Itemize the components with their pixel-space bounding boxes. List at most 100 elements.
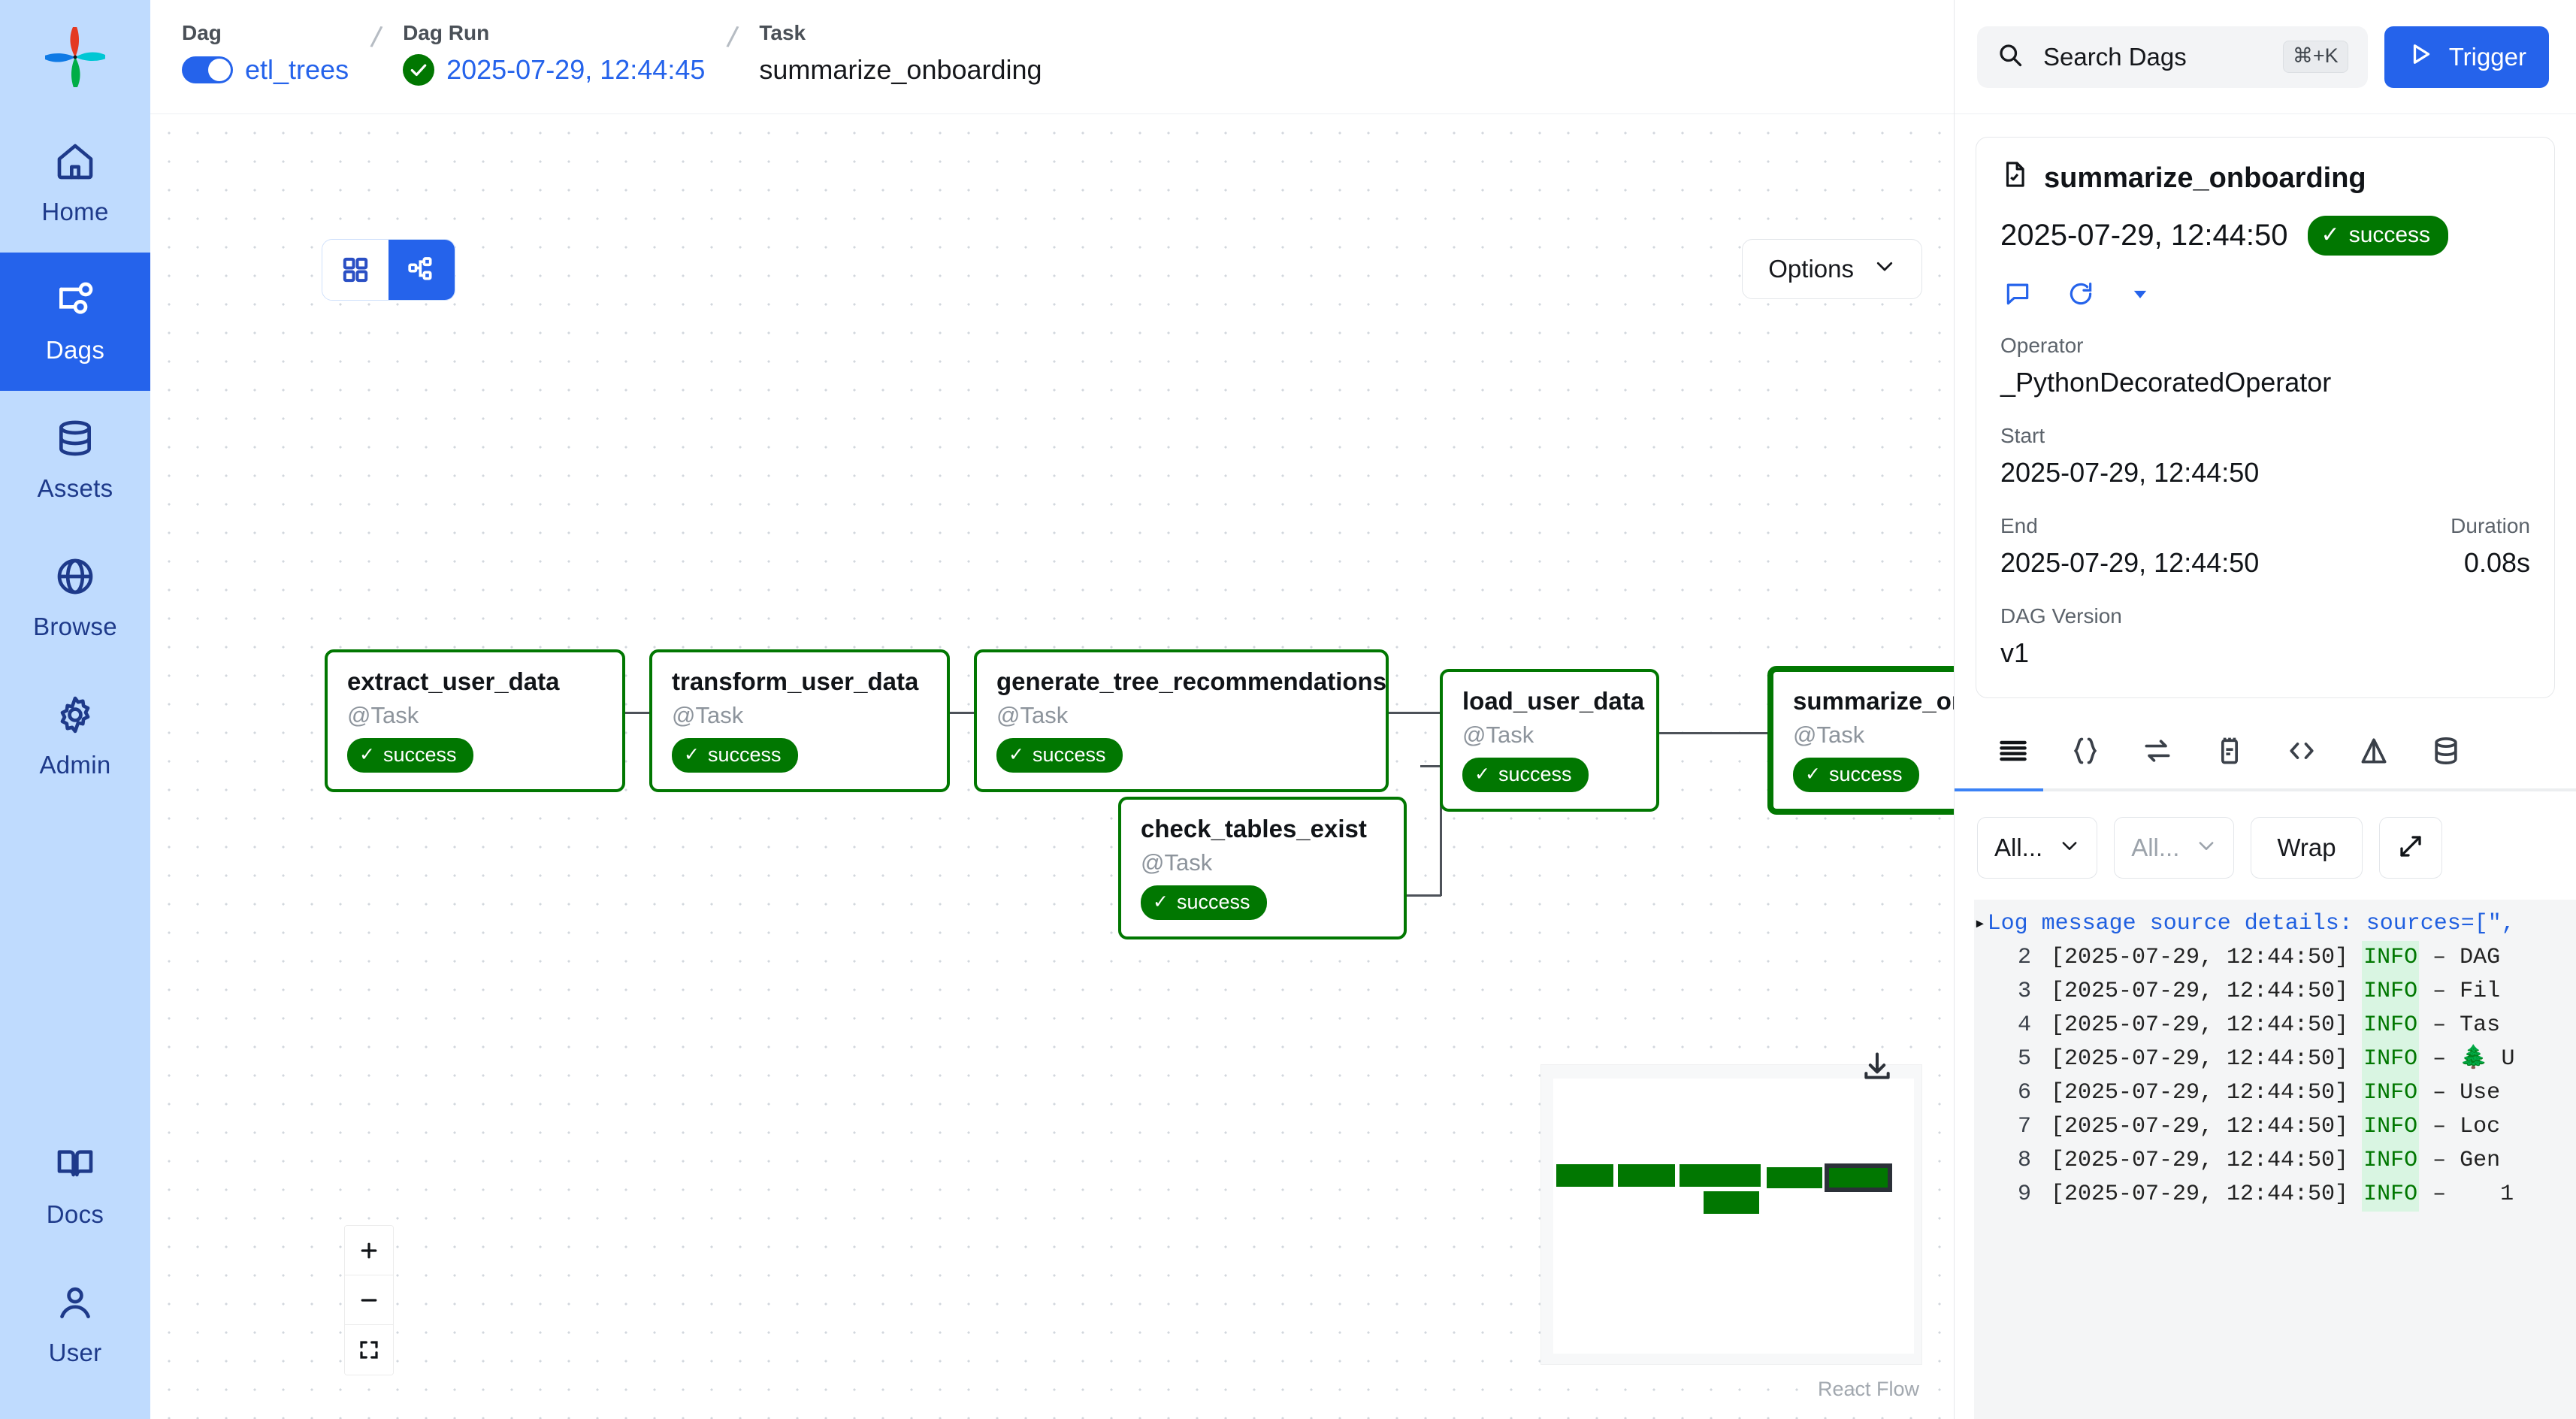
expand-caret-icon[interactable]: ▸ [1974, 912, 1986, 935]
breadcrumb-separator-2: / [724, 20, 740, 55]
graph-node-summarize-onboarding[interactable]: summarize_onboarding @Task ✓success [1767, 666, 1954, 815]
task-action-row [2000, 280, 2530, 308]
log-line: 6[2025-07-29, 12:44:50] INFO – Use [1974, 1076, 2576, 1110]
breadcrumb-task-label: Task [759, 21, 806, 44]
minimap-node-selected [1825, 1163, 1892, 1192]
sidebar-item-docs[interactable]: Docs [0, 1117, 150, 1255]
chevron-down-icon[interactable] [2130, 283, 2151, 304]
breadcrumb-task-value: summarize_onboarding [759, 54, 1042, 85]
zoom-out-button[interactable] [345, 1275, 393, 1325]
field-operator: Operator _PythonDecoratedOperator [2000, 334, 2530, 398]
field-end-duration-row: End 2025-07-29, 12:44:50 Duration 0.08s [2000, 514, 2530, 579]
node-title: extract_user_data [347, 667, 560, 695]
grid-view-button[interactable] [322, 240, 389, 300]
check-icon: ✓ [1805, 764, 1821, 785]
zoom-in-button[interactable] [345, 1226, 393, 1275]
fit-view-button[interactable] [345, 1325, 393, 1375]
graph-minimap[interactable] [1540, 1064, 1922, 1365]
field-end: End 2025-07-29, 12:44:50 [2000, 514, 2259, 579]
trigger-label: Trigger [2448, 42, 2526, 71]
airflow-logo[interactable] [0, 0, 150, 114]
edge-transform-generate [950, 712, 975, 714]
status-badge: ✓ success [2307, 216, 2449, 256]
breadcrumb-dagrun: Dag Run 2025-07-29, 12:44:45 [403, 21, 705, 86]
breadcrumb-dag-value[interactable]: etl_trees [245, 54, 349, 85]
dag-pause-toggle[interactable] [182, 56, 233, 83]
breadcrumb-dagrun-label: Dag Run [403, 21, 490, 44]
sidebar-item-label: Admin [39, 751, 111, 779]
check-icon: ✓ [1008, 744, 1024, 765]
chevron-down-icon [2196, 834, 2217, 862]
sidebar-item-user[interactable]: User [0, 1255, 150, 1393]
task-detail-panel: Search Dags ⌘+K Trigger summarize_onboar… [1954, 0, 2576, 1419]
sidebar-item-admin[interactable]: Admin [0, 667, 150, 806]
check-icon: ✓ [1474, 764, 1490, 785]
options-label: Options [1768, 255, 1854, 283]
view-toggle-group [322, 239, 455, 301]
trigger-button[interactable]: Trigger [2384, 26, 2549, 88]
wrap-toggle-button[interactable]: Wrap [2251, 817, 2363, 879]
breadcrumb-dagrun-value[interactable]: 2025-07-29, 12:44:45 [446, 54, 706, 85]
sidebar-item-label: Dags [45, 336, 105, 364]
field-value: v1 [2000, 637, 2030, 668]
status-badge: ✓success [347, 738, 473, 773]
task-title-row: summarize_onboarding [2000, 160, 2530, 196]
tab-assets[interactable] [2410, 724, 2482, 778]
tab-code[interactable] [2266, 724, 2338, 778]
graph-view-button[interactable] [389, 240, 455, 300]
tab-mapped-tasks[interactable] [2121, 724, 2194, 778]
graph-node-check-tables-exist[interactable]: check_tables_exist @Task ✓success [1118, 797, 1407, 939]
tab-events[interactable] [2338, 724, 2410, 778]
dag-tree-icon [54, 279, 96, 321]
log-level-select[interactable]: All... [1977, 817, 2098, 879]
tab-xcom[interactable] [2049, 724, 2121, 778]
zoom-controls [344, 1225, 394, 1375]
node-type: @Task [996, 702, 1069, 728]
note-icon[interactable] [2003, 280, 2032, 308]
graph-node-extract-user-data[interactable]: extract_user_data @Task ✓success [325, 649, 625, 792]
graph-node-generate-tree-recommendations[interactable]: generate_tree_recommendations @Task ✓suc… [974, 649, 1389, 792]
log-output[interactable]: ▸Log message source details: sources=[",… [1974, 900, 2576, 1419]
log-line: 2[2025-07-29, 12:44:50] INFO – DAG [1974, 941, 2576, 975]
download-image-button[interactable] [1861, 1050, 1894, 1087]
field-label: DAG Version [2000, 604, 2122, 628]
task-timestamp: 2025-07-29, 12:44:50 [2000, 219, 2288, 252]
field-value: 2025-07-29, 12:44:50 [2000, 547, 2260, 578]
tab-details[interactable] [2194, 724, 2266, 778]
minimap-node [1618, 1164, 1675, 1187]
tab-logs[interactable] [1977, 724, 2049, 778]
expand-logs-button[interactable] [2378, 817, 2442, 879]
minimap-node [1704, 1191, 1759, 1214]
graph-node-load-user-data[interactable]: load_user_data @Task ✓success [1440, 669, 1659, 812]
node-title: summarize_onboarding [1793, 687, 1954, 715]
chevron-down-icon [1873, 255, 1896, 283]
breadcrumb-dag-label: Dag [182, 21, 222, 44]
sidebar-item-dags[interactable]: Dags [0, 253, 150, 391]
log-header-line[interactable]: ▸Log message source details: sources=[", [1974, 907, 2576, 941]
status-badge: ✓success [672, 738, 798, 773]
node-title: check_tables_exist [1141, 815, 1367, 843]
sidebar-item-home[interactable]: Home [0, 114, 150, 253]
search-input[interactable]: Search Dags ⌘+K [1977, 26, 2368, 88]
database-icon [54, 417, 96, 459]
clear-run-icon[interactable] [2067, 280, 2095, 308]
log-source-select[interactable]: All... [2114, 817, 2235, 879]
sidebar-item-label: Home [41, 198, 109, 225]
user-icon [54, 1281, 96, 1324]
dag-graph-canvas[interactable]: Options extract_user_data @Task ✓success… [150, 114, 1954, 1419]
chevron-down-icon [2059, 834, 2080, 862]
edge-load-summarize [1658, 732, 1769, 734]
minimap-node [1680, 1164, 1761, 1187]
sidebar-item-browse[interactable]: Browse [0, 529, 150, 667]
field-duration: Duration 0.08s [2451, 514, 2530, 579]
gear-icon [54, 694, 96, 736]
breadcrumb: Dag etl_trees / Dag Run 2025-07-29, 12:4… [150, 0, 1954, 114]
options-button[interactable]: Options [1742, 239, 1922, 299]
check-icon: ✓ [684, 744, 700, 765]
field-value: 0.08s [2463, 547, 2530, 578]
node-title: transform_user_data [672, 667, 919, 695]
sidebar-bottom-nav: Docs User [0, 1117, 150, 1419]
breadcrumb-separator: / [368, 20, 384, 55]
sidebar-item-assets[interactable]: Assets [0, 391, 150, 529]
graph-node-transform-user-data[interactable]: transform_user_data @Task ✓success [649, 649, 950, 792]
